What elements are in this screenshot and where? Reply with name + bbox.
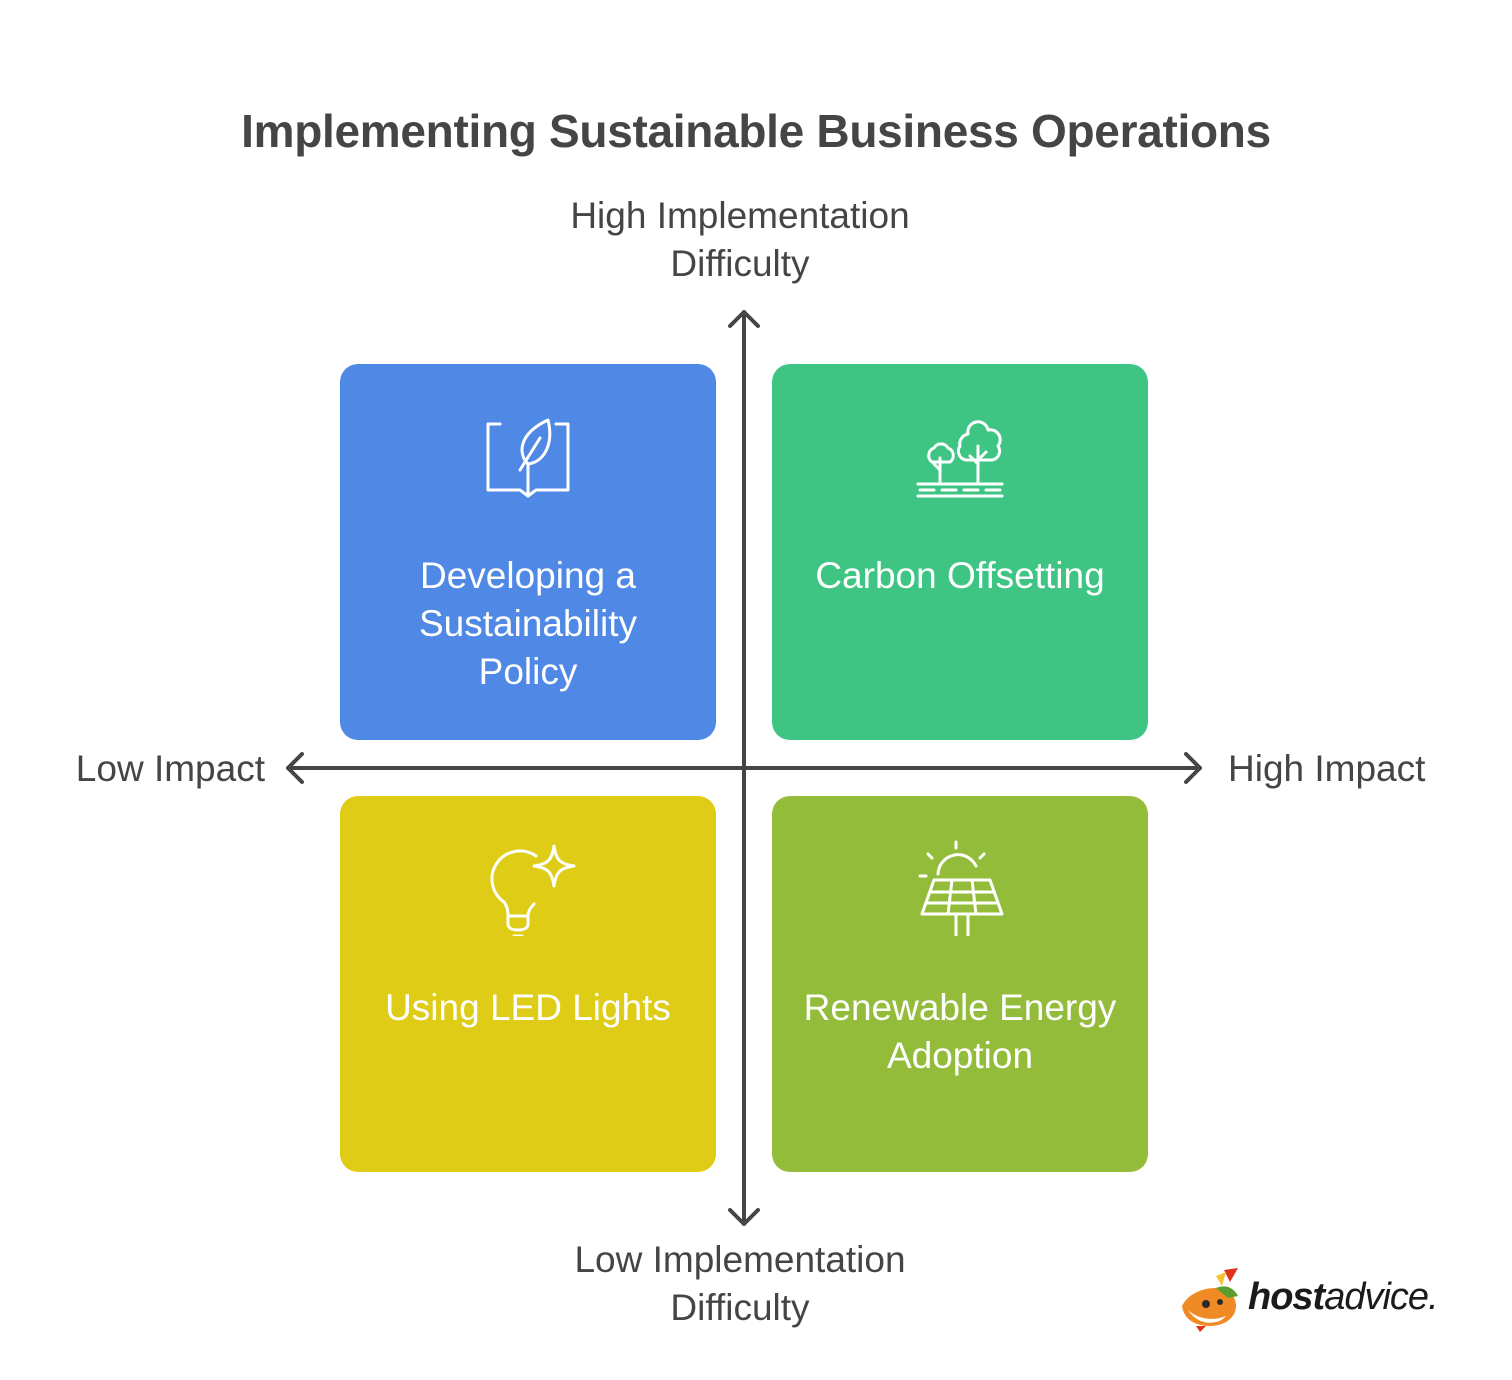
label-line: Policy	[478, 651, 578, 692]
label-line: Adoption	[886, 1035, 1034, 1076]
quadrant-label: Carbon Offsetting	[792, 552, 1128, 600]
arrow-up-icon	[728, 310, 760, 328]
diagram-title: Implementing Sustainable Business Operat…	[241, 105, 1271, 157]
quadrant-label: Renewable Energy Adoption	[792, 984, 1128, 1080]
trees-icon	[916, 420, 1004, 498]
lightbulb-sparkle-icon	[490, 844, 576, 936]
logo-bold: host	[1248, 1276, 1325, 1318]
logo-wordmark: hostadvice.	[1248, 1276, 1439, 1319]
arrow-down-icon	[728, 1208, 760, 1226]
quadrant-top-right: Carbon Offsetting	[772, 364, 1148, 740]
logo-regular: advice.	[1324, 1276, 1438, 1318]
axis-bottom-label: Low Implementation Difficulty	[490, 1236, 990, 1332]
axis-top-line-2: Difficulty	[670, 243, 810, 284]
label-line: Using LED Lights	[385, 987, 671, 1028]
label-line: Sustainability	[418, 603, 637, 644]
axis-top-line-1: High Implementation	[570, 195, 910, 236]
arrow-left-icon	[286, 752, 304, 784]
label-line: Developing a	[420, 555, 636, 596]
quadrant-bottom-left: Using LED Lights	[340, 796, 716, 1172]
quadrant-label: Developing a Sustainability Policy	[360, 552, 696, 696]
fox-mascot-icon	[1182, 1268, 1238, 1332]
book-leaf-icon	[486, 418, 570, 498]
hostadvice-logo: hostadvice.	[1176, 1266, 1456, 1336]
quadrant-top-left: Developing a Sustainability Policy	[340, 364, 716, 740]
axis-bottom-line-2: Difficulty	[670, 1287, 810, 1328]
label-line: Renewable Energy	[803, 987, 1117, 1028]
axis-bottom-line-1: Low Implementation	[574, 1239, 906, 1280]
quadrant-bottom-right: Renewable Energy Adoption	[772, 796, 1148, 1172]
axis-left-label: Low Impact	[75, 748, 265, 789]
arrow-right-icon	[1184, 752, 1202, 784]
label-line: Carbon Offsetting	[815, 555, 1105, 596]
axis-top-label: High Implementation Difficulty	[490, 192, 990, 288]
solar-panel-icon	[918, 840, 1004, 936]
quadrant-label: Using LED Lights	[360, 984, 696, 1032]
axis-right-label: High Impact	[1228, 748, 1426, 789]
